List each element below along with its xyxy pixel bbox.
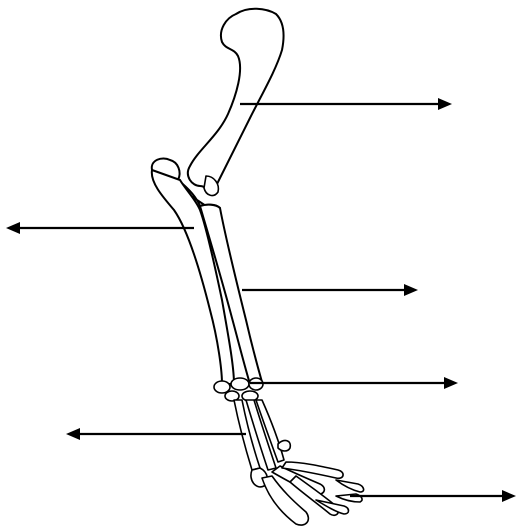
arrow-1 bbox=[240, 98, 452, 110]
arrow-5 bbox=[66, 428, 246, 440]
carpal-bones bbox=[214, 378, 263, 401]
arrow-3 bbox=[242, 284, 418, 296]
arrow-2 bbox=[6, 222, 194, 234]
phalange-bones bbox=[251, 462, 364, 525]
arrow-6 bbox=[350, 490, 516, 502]
upper-bone bbox=[188, 9, 284, 192]
arrow-4 bbox=[250, 377, 458, 389]
